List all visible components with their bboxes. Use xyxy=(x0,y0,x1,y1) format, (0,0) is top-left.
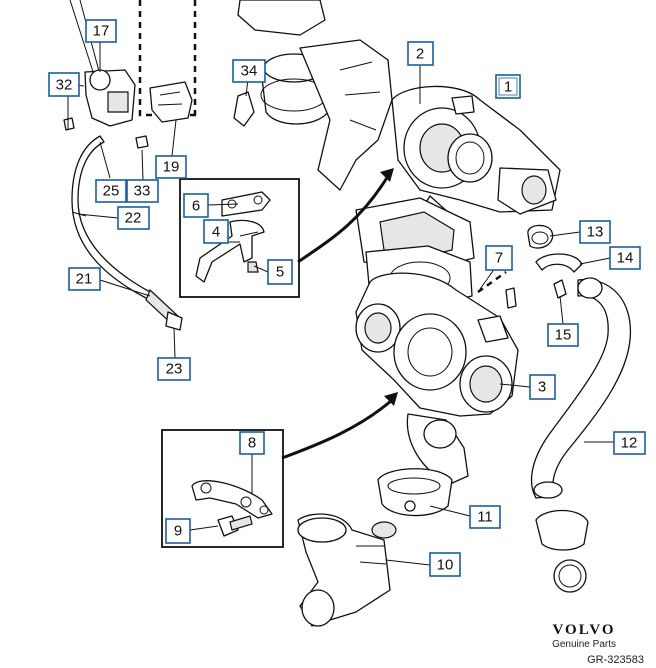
callout-14: 14 xyxy=(609,246,641,270)
callout-9: 9 xyxy=(165,518,191,544)
callout-15-label: 15 xyxy=(555,327,572,344)
callout-4: 4 xyxy=(203,219,229,244)
callout-13-label: 13 xyxy=(587,224,604,241)
callout-33: 33 xyxy=(126,179,159,203)
brand-name: VOLVO xyxy=(552,622,616,638)
callout-17: 17 xyxy=(85,19,117,43)
callout-15: 15 xyxy=(547,323,579,347)
brand-subtitle: Genuine Parts xyxy=(552,639,616,650)
callout-7: 7 xyxy=(485,245,513,271)
heat-shield-drawing xyxy=(377,468,453,517)
callout-2-label: 2 xyxy=(416,46,424,63)
outlet-pipe-drawing xyxy=(527,224,632,593)
callout-10: 10 xyxy=(429,552,461,577)
callout-4-label: 4 xyxy=(212,224,220,241)
callout-10-label: 10 xyxy=(437,557,454,574)
callout-5: 5 xyxy=(267,259,293,285)
callout-23-label: 23 xyxy=(166,361,183,378)
elbow-pipe-drawing xyxy=(297,513,397,627)
callout-19: 19 xyxy=(155,155,187,179)
callout-22: 22 xyxy=(117,206,150,230)
callout-3-label: 3 xyxy=(538,379,546,396)
callout-3: 3 xyxy=(529,374,556,400)
callout-22-label: 22 xyxy=(125,210,142,227)
callout-6-label: 6 xyxy=(192,198,200,215)
wastegate-actuator-drawing xyxy=(233,0,393,191)
diagram-code: GR-323583 xyxy=(587,654,644,666)
callout-2: 2 xyxy=(407,41,434,66)
callout-34-label: 34 xyxy=(241,63,258,80)
callout-8: 8 xyxy=(239,431,265,455)
callout-5-label: 5 xyxy=(276,264,284,281)
callout-32-label: 32 xyxy=(56,77,73,94)
callout-23: 23 xyxy=(157,357,191,381)
callout-11: 11 xyxy=(469,505,501,529)
callout-32: 32 xyxy=(48,72,80,97)
callout-7-label: 7 xyxy=(495,250,503,267)
callout-12: 12 xyxy=(613,431,646,455)
inset-bracket-group xyxy=(161,392,398,548)
callout-13: 13 xyxy=(579,220,611,244)
turbocharger-top-drawing xyxy=(391,85,561,227)
callout-25-label: 25 xyxy=(103,183,120,200)
brand-block: VOLVO Genuine Parts xyxy=(552,622,616,650)
callout-19-label: 19 xyxy=(163,159,180,176)
callout-9-label: 9 xyxy=(174,523,182,540)
callout-21-label: 21 xyxy=(76,271,93,288)
solenoid-valve-drawing xyxy=(63,0,200,149)
callout-33-label: 33 xyxy=(134,183,151,200)
callout-1: 1 xyxy=(495,74,521,99)
callout-17-label: 17 xyxy=(93,23,110,40)
leader-lines xyxy=(74,42,614,566)
callout-12-label: 12 xyxy=(621,435,638,452)
callout-34: 34 xyxy=(232,59,266,83)
turbocharger-lower-drawing xyxy=(355,270,519,485)
callout-25: 25 xyxy=(95,179,127,203)
callout-8-label: 8 xyxy=(248,435,256,452)
vacuum-hose-drawing xyxy=(71,135,183,331)
callout-14-label: 14 xyxy=(617,250,634,267)
callout-1-label: 1 xyxy=(504,79,512,96)
callout-6: 6 xyxy=(183,193,209,218)
callout-11-label: 11 xyxy=(477,509,493,526)
callout-21: 21 xyxy=(68,267,101,291)
